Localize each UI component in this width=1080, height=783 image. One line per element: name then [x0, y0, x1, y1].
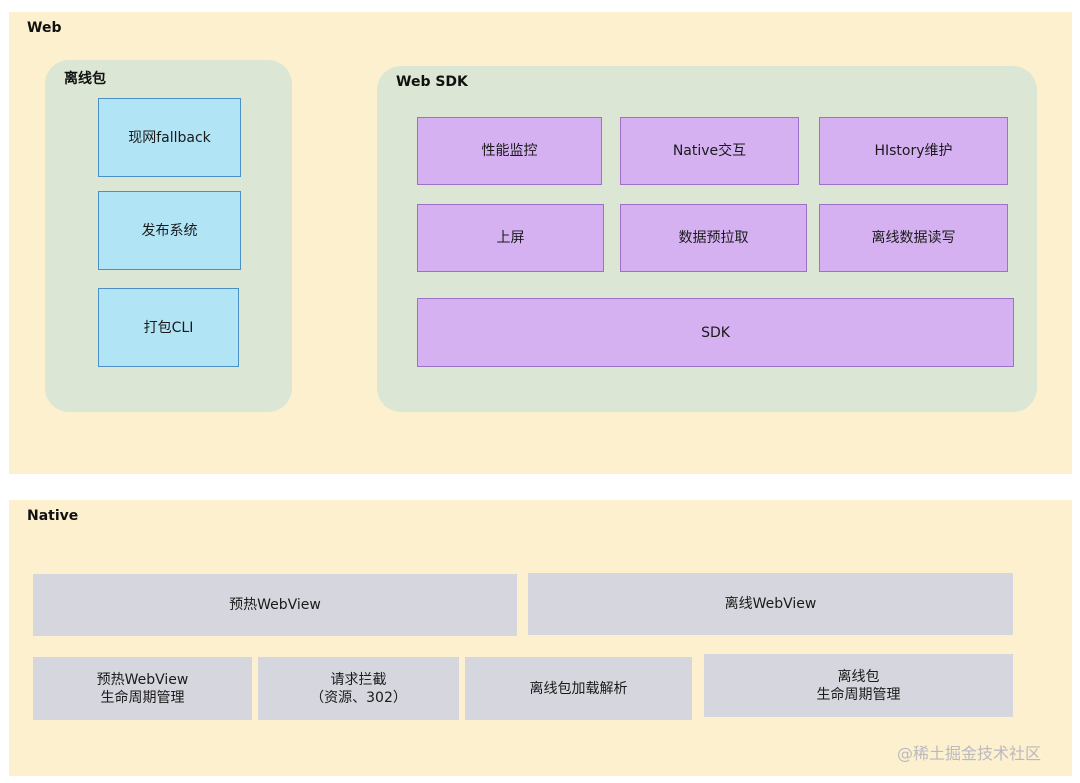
sdk-base-box: SDK [417, 298, 1014, 367]
offline-package-lifecycle-box: 离线包 生命周期管理 [704, 654, 1013, 717]
offline-webview-box: 离线WebView [528, 573, 1013, 635]
pack-cli-box: 打包CLI [98, 288, 239, 367]
request-intercept-box: 请求拦截 （资源、302） [258, 657, 459, 720]
history-maintain-box: HIstory维护 [819, 117, 1008, 185]
performance-monitor-box: 性能监控 [417, 117, 602, 185]
native-layer-title: Native [27, 508, 79, 524]
on-screen-box: 上屏 [417, 204, 604, 272]
offline-package-parse-box: 离线包加载解析 [465, 657, 692, 720]
fallback-box: 现网fallback [98, 98, 241, 177]
native-layer [9, 500, 1072, 776]
native-interaction-box: Native交互 [620, 117, 799, 185]
watermark-text: @稀土掘金技术社区 [897, 744, 1042, 763]
web-layer-title: Web [27, 20, 62, 36]
publish-system-box: 发布系统 [98, 191, 241, 270]
offline-data-rw-box: 离线数据读写 [819, 204, 1008, 272]
offline-package-group-title: 离线包 [64, 71, 106, 87]
data-prefetch-box: 数据预拉取 [620, 204, 807, 272]
web-sdk-group-title: Web SDK [396, 74, 468, 90]
prewarm-lifecycle-box: 预热WebView 生命周期管理 [33, 657, 252, 720]
prewarm-webview-box: 预热WebView [33, 574, 517, 636]
